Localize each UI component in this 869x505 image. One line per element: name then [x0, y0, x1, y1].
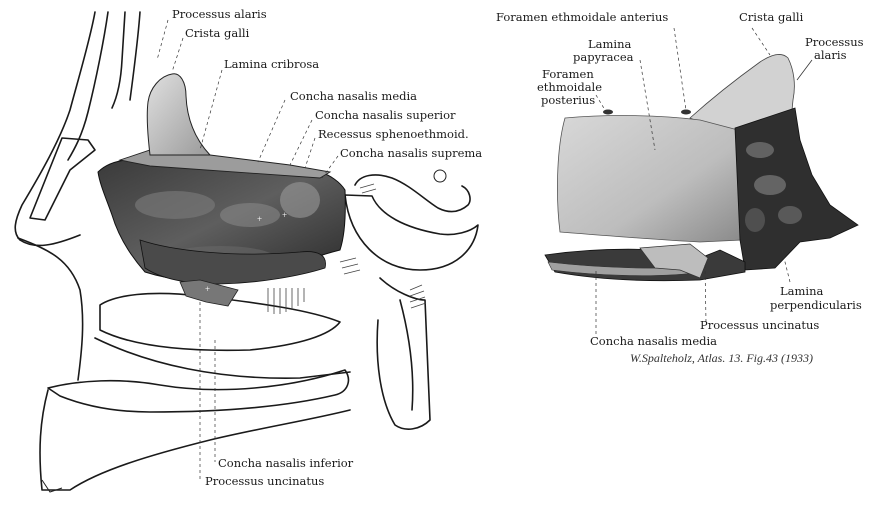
caption: W.Spalteholz, Atlas. 13. Fig.43 (1933): [630, 351, 813, 365]
processus-uncinatus-right: [639, 243, 709, 279]
label-crista-galli: Crista galli: [185, 26, 250, 40]
label-foramen-ethmoidale-anterius: Foramen ethmoidale anterius: [496, 10, 668, 24]
label-foramen-posterius-3: posterius: [541, 93, 595, 107]
skull-outline-nasal: [67, 11, 109, 161]
foramen-posterius: [603, 109, 613, 115]
concha-inferior-outline: [47, 369, 350, 413]
hatch-small: [359, 183, 377, 194]
alveolar-outline: [39, 389, 351, 491]
label-lamina-perpendicularis-1: Lamina: [780, 284, 823, 298]
cell-highlight-1: [746, 142, 774, 158]
label-processus-alaris-right-1: Processus: [805, 35, 864, 49]
skull-outline-vertical: [111, 11, 126, 109]
skull-outline-frontal: [14, 11, 96, 247]
leader-processus-alaris-r: [796, 59, 813, 81]
sphenoid-sinus: [344, 194, 479, 271]
label-lamina-cribrosa: Lamina cribrosa: [224, 57, 319, 71]
leader-recessus: [304, 137, 316, 169]
crista-galli-left: [146, 73, 212, 156]
leader-foramen-anterius: [673, 27, 687, 111]
processus-uncinatus-left: [179, 279, 239, 307]
mark-star-2: +: [257, 214, 262, 224]
leader-crista-galli-r: [751, 27, 771, 56]
cell-highlight-3: [778, 206, 802, 224]
label-recessus-sphenoethmoid: Recessus sphenoethmoid.: [318, 127, 469, 141]
posterior-wall: [376, 277, 431, 430]
leader-processus-alaris: [156, 19, 169, 61]
leader-crista-galli: [171, 37, 184, 73]
cell-highlight-4: [745, 208, 765, 232]
right-figure: [544, 54, 859, 282]
label-lamina-papyracea-2: papyracea: [573, 50, 634, 64]
ethmoid-shading-2: [220, 203, 280, 227]
ethmoid-shading-3: [280, 182, 320, 218]
leader-concha-suprema: [321, 155, 339, 179]
left-figure: + + +: [14, 11, 479, 493]
nasal-bone: [29, 137, 96, 221]
cell-highlight-2: [754, 175, 786, 195]
label-foramen-posterius-2: ethmoidale: [537, 80, 602, 94]
leader-concha-superior: [289, 119, 313, 166]
lamina-papyracea: [557, 115, 743, 243]
label-crista-galli-right: Crista galli: [739, 10, 804, 24]
label-lamina-perpendicularis-2: perpendicularis: [770, 298, 862, 312]
label-foramen-posterius-1: Foramen: [542, 67, 594, 81]
label-concha-nasalis-media-right: Concha nasalis media: [590, 334, 717, 348]
left-leaders: [156, 19, 339, 480]
leader-foramen-posterius: [595, 94, 606, 111]
hatch-sphen: [339, 257, 361, 275]
skull-outline-anterior: [129, 11, 141, 101]
palate-outline: [99, 292, 341, 352]
ethmoid-cells: [734, 107, 859, 271]
tooth-root: [41, 479, 63, 493]
label-concha-nasalis-inferior: Concha nasalis inferior: [218, 456, 354, 470]
foramen-anterius: [681, 109, 691, 115]
left-labels: Processus alaris Crista galli Lamina cri…: [172, 7, 482, 488]
maxilla-outline: [17, 237, 84, 381]
label-processus-uncinatus: Processus uncinatus: [205, 474, 324, 488]
label-processus-alaris: Processus alaris: [172, 7, 267, 21]
mark-star-1: +: [282, 210, 287, 220]
right-labels: Foramen ethmoidale anterius Crista galli…: [496, 10, 864, 365]
hatch-mid: [267, 288, 305, 314]
pterygoid: [399, 299, 414, 411]
leader-lamina-cribrosa: [199, 69, 223, 151]
label-processus-uncinatus-right: Processus uncinatus: [700, 318, 819, 332]
label-concha-nasalis-superior: Concha nasalis superior: [315, 108, 456, 122]
ethmoid-shading-1: [135, 191, 215, 219]
leader-concha-media: [257, 99, 286, 163]
label-lamina-papyracea-1: Lamina: [588, 37, 631, 51]
foramen-circle: [433, 169, 447, 183]
hard-palate-lower: [94, 337, 351, 379]
hatch-ptery: [409, 284, 427, 309]
right-leaders: [595, 27, 813, 334]
label-processus-alaris-right-2: alaris: [814, 48, 847, 62]
sphenoid-outline: [354, 174, 471, 213]
label-concha-nasalis-media: Concha nasalis media: [290, 89, 417, 103]
label-concha-nasalis-suprema: Concha nasalis suprema: [340, 146, 482, 160]
mark-star-3: +: [205, 284, 210, 294]
